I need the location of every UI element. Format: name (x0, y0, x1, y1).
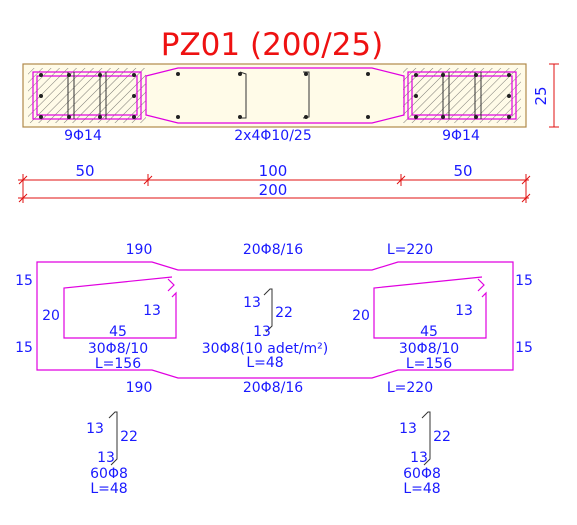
right-tie-top: 13 (399, 421, 417, 437)
right-stirrup-inner (411, 75, 513, 116)
left-stirrup-height: 20 (42, 308, 60, 324)
left-boundary-stirrup-hook (167, 278, 175, 292)
left-boundary-stirrup-shape (63, 276, 177, 339)
left-tie-label: 60Φ8 (90, 466, 128, 482)
right-stirrup-outer (407, 71, 517, 120)
center-tie-length: L=48 (246, 355, 283, 371)
dim-left: 50 (75, 162, 94, 180)
main-bottom-label: 20Φ8/16 (243, 380, 303, 396)
wall-section (22, 63, 559, 128)
left-tie-length: L=48 (90, 481, 127, 497)
main-bottom-length-total: L=220 (387, 380, 433, 396)
right-boundary-stirrup-shape (373, 276, 487, 339)
left-stirrup-width: 45 (109, 324, 127, 340)
drawing-title: PZ01 (200/25) (161, 27, 383, 63)
center-tie-label: 30Φ8(10 adet/m²) (202, 341, 328, 357)
web-tie-left (239, 71, 247, 119)
main-bottom-length: 190 (126, 380, 153, 396)
dim-right: 50 (453, 162, 472, 180)
section-height-label: 25 (532, 86, 550, 105)
left-bars-label: 9Φ14 (64, 128, 102, 144)
main-right-bottom-leg: 15 (515, 340, 533, 356)
right-stirrup-label: 30Φ8/10 (399, 341, 459, 357)
right-tie-bottom: 13 (410, 450, 428, 466)
main-top-label: 20Φ8/16 (243, 242, 303, 258)
left-stirrup-label: 30Φ8/10 (88, 341, 148, 357)
left-stirrup-hook-length: 13 (143, 303, 161, 319)
web-stirrup (145, 67, 405, 124)
rebar-dots (39, 72, 511, 119)
main-right-top-leg: 15 (515, 273, 533, 289)
main-left-top-leg: 15 (15, 273, 33, 289)
left-stirrup-outer (32, 71, 142, 120)
main-left-bottom-leg: 15 (15, 340, 33, 356)
main-stirrup-shape (36, 261, 514, 379)
center-tie-side: 22 (275, 305, 293, 321)
main-top-length-total: L=220 (387, 242, 433, 258)
right-boundary-hatch (403, 68, 521, 123)
right-boundary-stirrup-hook (477, 278, 485, 292)
dim-total: 200 (259, 181, 288, 199)
right-stirrup-hook-length: 13 (455, 303, 473, 319)
left-stirrup-inner (36, 75, 138, 116)
right-stirrup-height: 20 (352, 308, 370, 324)
left-boundary-hatch (28, 68, 146, 123)
center-tie-shape (263, 288, 273, 333)
center-tie-bottom: 13 (253, 324, 271, 340)
left-tie-bottom: 13 (97, 450, 115, 466)
right-tie-shape (421, 411, 431, 466)
dimension-lines (18, 174, 531, 203)
dim-mid: 100 (259, 162, 288, 180)
left-stirrup-length: L=156 (95, 356, 141, 372)
right-bars-label: 9Φ14 (442, 128, 480, 144)
right-tie-length: L=48 (403, 481, 440, 497)
left-tie-top: 13 (86, 421, 104, 437)
left-tie-shape (108, 411, 118, 466)
right-stirrup-length: L=156 (406, 356, 452, 372)
web-bars-label: 2x4Φ10/25 (234, 128, 311, 144)
main-top-length: 190 (126, 242, 153, 258)
left-tie-side: 22 (120, 429, 138, 445)
right-tie-side: 22 (433, 429, 451, 445)
center-tie-top: 13 (243, 295, 261, 311)
right-tie-label: 60Φ8 (403, 466, 441, 482)
right-stirrup-width: 45 (420, 324, 438, 340)
